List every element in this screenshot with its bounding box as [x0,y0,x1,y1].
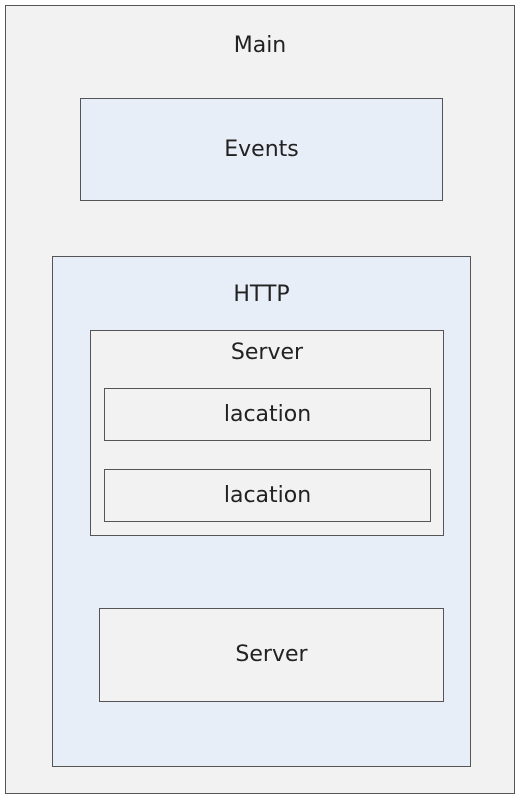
http-block: HTTP Server lacation lacation Server [52,256,471,767]
events-block: Events [80,98,443,201]
location-1-label: lacation [223,401,312,427]
http-label: HTTP [233,282,290,307]
server-block-1: Server lacation lacation [90,330,444,536]
main-label: Main [233,33,287,58]
server-1-label: Server [230,340,304,365]
location-block-2: lacation [104,469,431,522]
location-2-label: lacation [223,482,312,508]
location-block-1: lacation [104,388,431,441]
main-block: Main Events HTTP Server lacation lacatio… [5,5,515,794]
server-block-2: Server [99,608,444,702]
events-label: Events [224,136,299,162]
server-2-label: Server [235,642,308,667]
